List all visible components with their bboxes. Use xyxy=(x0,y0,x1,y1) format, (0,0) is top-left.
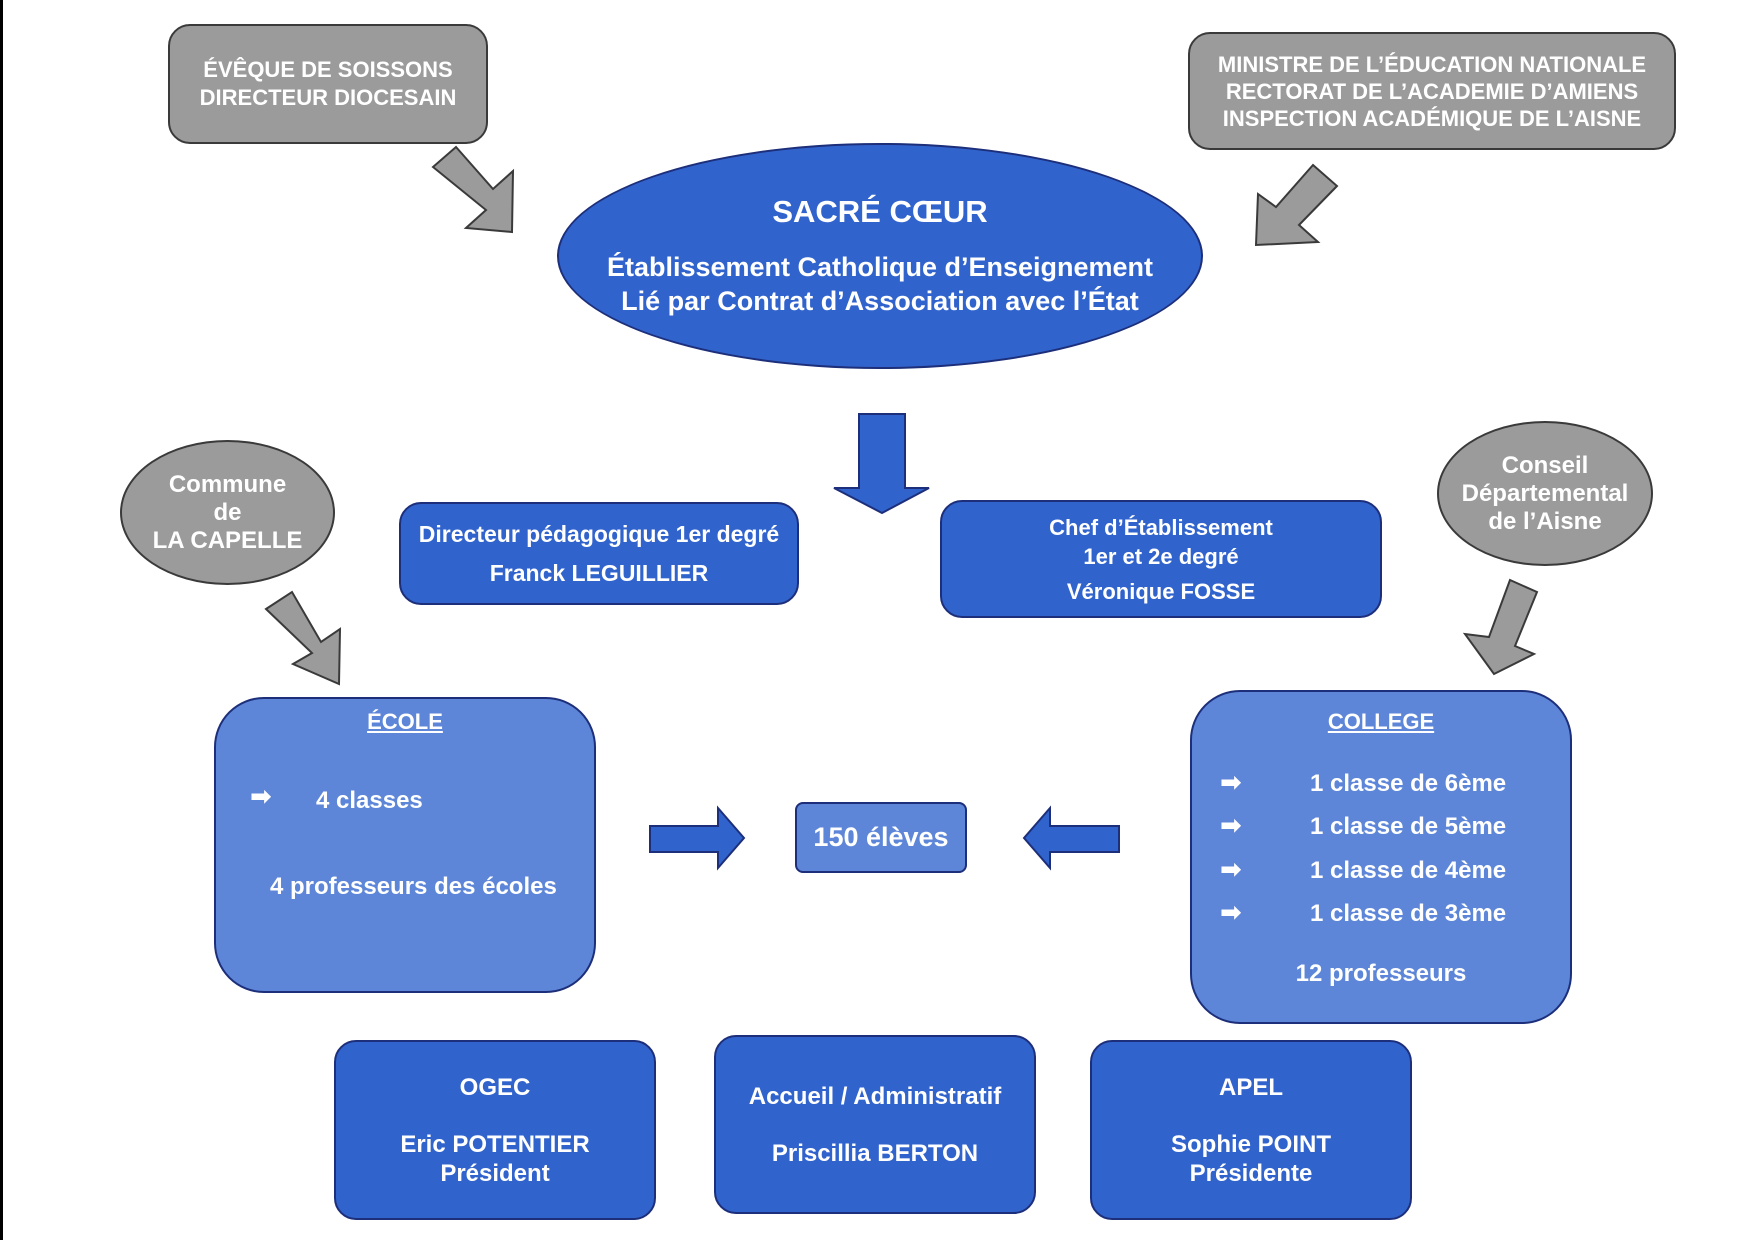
chef-line-1: Chef d’Établissement xyxy=(1049,514,1273,540)
conseil-line-2: Départemental xyxy=(1461,479,1629,507)
arrow-college-to-eleves xyxy=(1022,805,1120,871)
arrow-ecole-to-eleves xyxy=(649,805,746,871)
ministry-line-3: INSPECTION ACADÉMIQUE DE L’AISNE xyxy=(1222,105,1642,131)
directeur-pedagogique-box: Directeur pédagogique 1er degré Franck L… xyxy=(399,502,799,605)
directeur-name: Franck LEGUILLIER xyxy=(489,559,709,586)
college-class: 1 classe de 5ème xyxy=(1310,813,1507,840)
sacre-coeur-ellipse: SACRÉ CŒUR Établissement Catholique d’En… xyxy=(557,143,1203,369)
directeur-title: Directeur pédagogique 1er degré xyxy=(418,520,780,547)
chef-line-2: 1er et 2e degré xyxy=(1083,543,1239,569)
arrow-bishop-to-main xyxy=(431,145,515,234)
bishop-box: ÉVÊQUE DE SOISSONS DIRECTEUR DIOCESAIN xyxy=(168,24,488,144)
conseil-line-1: Conseil xyxy=(1501,451,1589,479)
arrow-ministry-to-main xyxy=(1254,163,1339,247)
arrow-bullet-icon: ➡ xyxy=(1220,767,1242,797)
eleves-count: 150 élèves xyxy=(813,822,949,852)
college-class: 1 classe de 3ème xyxy=(1310,900,1507,927)
apel-title: APEL xyxy=(1218,1073,1283,1101)
ecole-box: ÉCOLE ➡ 4 classes 4 professeurs des écol… xyxy=(214,697,596,993)
chef-etablissement-box: Chef d’Établissement 1er et 2e degré Vér… xyxy=(940,500,1382,618)
eleves-count-box: 150 élèves xyxy=(795,802,967,873)
apel-box: APEL Sophie POINT Présidente xyxy=(1090,1040,1412,1220)
ogec-name: Eric POTENTIER xyxy=(400,1130,590,1158)
chef-name: Véronique FOSSE xyxy=(1066,578,1256,604)
arrow-bullet-icon: ➡ xyxy=(1220,854,1242,884)
college-class: 1 classe de 4ème xyxy=(1310,857,1507,884)
bishop-line-2: DIRECTEUR DIOCESAIN xyxy=(199,85,457,110)
conseil-ellipse: Conseil Départemental de l’Aisne xyxy=(1437,421,1653,566)
ministry-box: MINISTRE DE L’ÉDUCATION NATIONALE RECTOR… xyxy=(1188,32,1676,150)
ogec-title: OGEC xyxy=(459,1073,531,1101)
college-profs: 12 professeurs xyxy=(1295,960,1467,987)
commune-line-1: Commune xyxy=(168,470,287,498)
commune-ellipse: Commune de LA CAPELLE xyxy=(120,440,335,585)
ogec-box: OGEC Eric POTENTIER Président xyxy=(334,1040,656,1220)
accueil-title: Accueil / Administratif xyxy=(748,1082,1002,1110)
ministry-line-2: RECTORAT DE L’ACADEMIE D’AMIENS xyxy=(1225,78,1639,104)
bishop-line-1: ÉVÊQUE DE SOISSONS xyxy=(203,57,453,82)
accueil-name: Priscillia BERTON xyxy=(771,1139,979,1167)
apel-role: Présidente xyxy=(1189,1159,1313,1187)
apel-name: Sophie POINT xyxy=(1170,1130,1331,1158)
college-class: 1 classe de 6ème xyxy=(1310,770,1507,797)
college-heading: COLLEGE xyxy=(1327,709,1435,734)
left-border-line xyxy=(0,0,3,1240)
arrow-conseil-to-college xyxy=(1462,578,1539,676)
college-box: COLLEGE ➡ 1 classe de 6ème ➡ 1 classe de… xyxy=(1190,690,1572,1024)
ministry-line-1: MINISTRE DE L’ÉDUCATION NATIONALE xyxy=(1217,51,1647,77)
commune-line-2: de xyxy=(213,498,242,526)
main-line-1: Établissement Catholique d’Enseignement xyxy=(606,252,1154,282)
ogec-role: Président xyxy=(440,1159,550,1187)
ecole-heading: ÉCOLE xyxy=(367,709,443,734)
arrow-bullet-icon: ➡ xyxy=(1220,810,1242,840)
conseil-line-3: de l’Aisne xyxy=(1488,507,1602,535)
arrow-bullet-icon: ➡ xyxy=(250,781,272,811)
main-line-2: Lié par Contrat d’Association avec l’Éta… xyxy=(621,286,1139,316)
ecole-classes: 4 classes xyxy=(316,787,423,814)
ecole-profs: 4 professeurs des écoles xyxy=(270,873,557,900)
main-title: SACRÉ CŒUR xyxy=(772,194,988,229)
commune-line-3: LA CAPELLE xyxy=(152,526,303,554)
arrow-commune-to-ecole xyxy=(264,590,342,686)
accueil-box: Accueil / Administratif Priscillia BERTO… xyxy=(714,1035,1036,1214)
arrow-main-down xyxy=(833,413,930,515)
arrow-bullet-icon: ➡ xyxy=(1220,897,1242,927)
